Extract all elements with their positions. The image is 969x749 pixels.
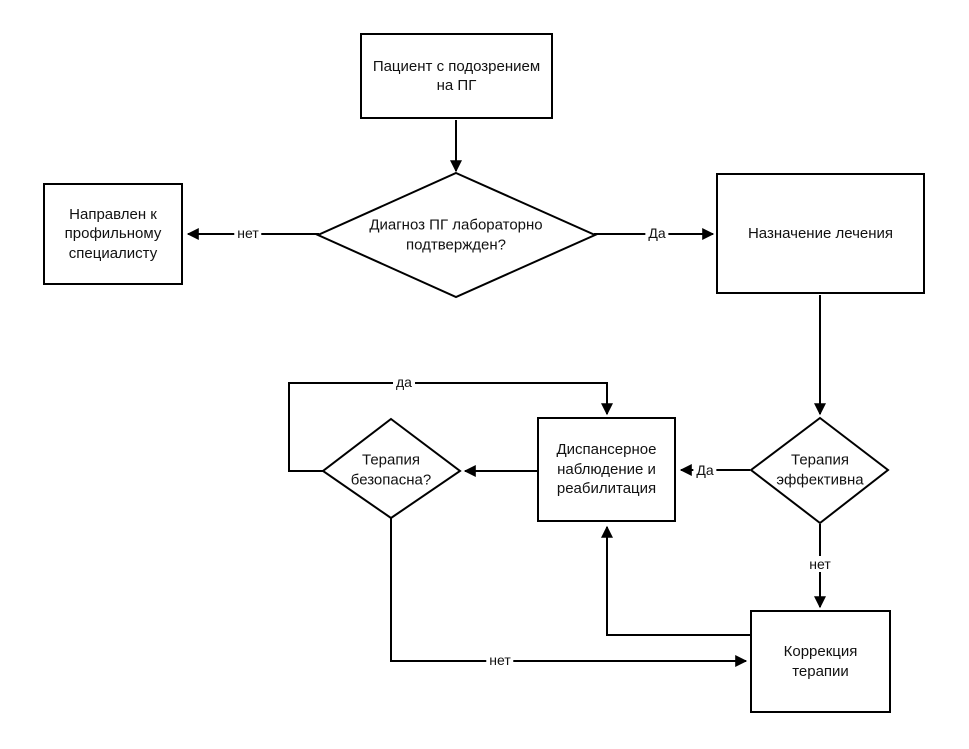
- node-effective-diamond: [749, 416, 890, 525]
- edge-label-diagnosis-no: нет: [234, 225, 262, 241]
- node-therapy-correction: Коррекция терапии: [750, 610, 891, 713]
- node-diagnosis-diamond: [315, 171, 598, 299]
- edge-correction-to-dispensary: [601, 525, 750, 636]
- node-patient-suspected-label: Пациент с подозрением на ПГ: [372, 57, 541, 95]
- edge-label-effective-no: нет: [806, 556, 834, 572]
- node-referred-specialist-label: Направлен к профильному специалисту: [64, 205, 162, 262]
- node-safe-diamond: [321, 417, 462, 520]
- edge-label-effective-yes: Да: [693, 462, 717, 478]
- node-dispensary-observation-label: Диспансерное наблюдение и реабилитация: [556, 441, 657, 498]
- edge-safe-to-dispensary-loop: [288, 382, 613, 472]
- node-treatment-prescribed: Назначение лечения: [716, 173, 925, 294]
- node-patient-suspected: Пациент с подозрением на ПГ: [360, 33, 553, 119]
- edge-label-safe-yes: да: [393, 374, 415, 390]
- edge-label-safe-no: нет: [486, 652, 514, 668]
- node-dispensary-observation: Диспансерное наблюдение и реабилитация: [537, 417, 676, 522]
- edge-safe-to-correction: [390, 518, 748, 667]
- edge-label-diagnosis-yes: Да: [645, 225, 669, 241]
- node-referred-specialist: Направлен к профильному специалисту: [43, 183, 183, 285]
- node-therapy-correction-label: Коррекция терапии: [783, 643, 858, 680]
- node-treatment-prescribed-label: Назначение лечения: [747, 224, 894, 242]
